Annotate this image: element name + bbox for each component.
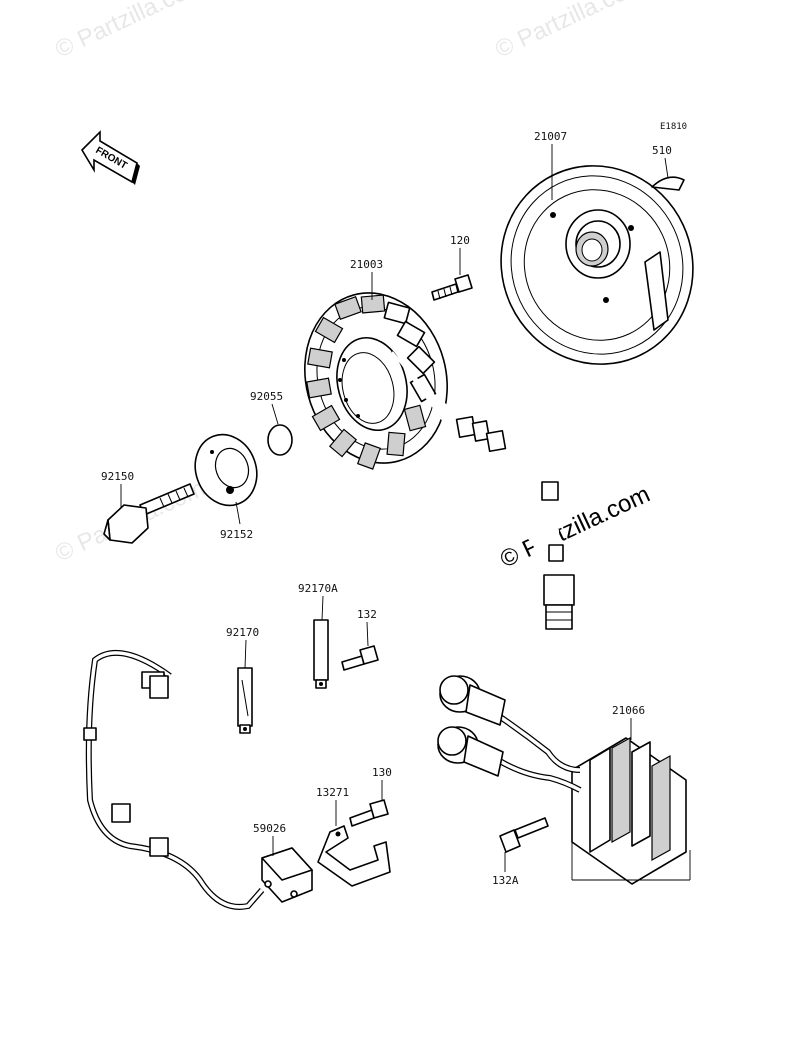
label-510: 510 (652, 144, 672, 157)
front-arrow-icon: FRONT (80, 130, 140, 185)
label-21066: 21066 (612, 704, 645, 717)
leader-lines (120, 144, 669, 872)
stator (304, 292, 575, 630)
watermark-top-left: © Partzilla.com (51, 0, 209, 63)
label-21007: 21007 (534, 130, 567, 143)
label-92150: 92150 (101, 470, 134, 483)
bracket-13271 (317, 825, 391, 887)
regulator-rectifier (437, 675, 691, 885)
label-21003: 21003 (350, 258, 383, 271)
label-92055: 92055 (250, 390, 283, 403)
woodruff-key (651, 176, 685, 191)
bolt-132a (499, 817, 549, 853)
o-ring (267, 424, 293, 456)
label-120: 120 (450, 234, 470, 247)
label-92170a: 92170A (298, 582, 338, 595)
label-13271: 13271 (316, 786, 349, 799)
pickup-coil (83, 649, 313, 910)
plate-92152 (194, 433, 258, 507)
label-132a: 132A (492, 874, 519, 887)
bolt-130 (349, 799, 389, 827)
flywheel-rotor (500, 165, 694, 365)
clamp-92170a (313, 619, 329, 689)
label-92170: 92170 (226, 626, 259, 639)
clamp-92170 (237, 667, 253, 734)
bolt-92150 (103, 483, 195, 544)
bolt-120 (431, 274, 473, 301)
label-132: 132 (357, 608, 377, 621)
watermark-top-right: © Partzilla.com (491, 0, 649, 63)
label-59026: 59026 (253, 822, 286, 835)
bolt-132 (341, 645, 379, 671)
diagram-code: E1810 (660, 122, 687, 132)
label-130: 130 (372, 766, 392, 779)
label-92152: 92152 (220, 528, 253, 541)
